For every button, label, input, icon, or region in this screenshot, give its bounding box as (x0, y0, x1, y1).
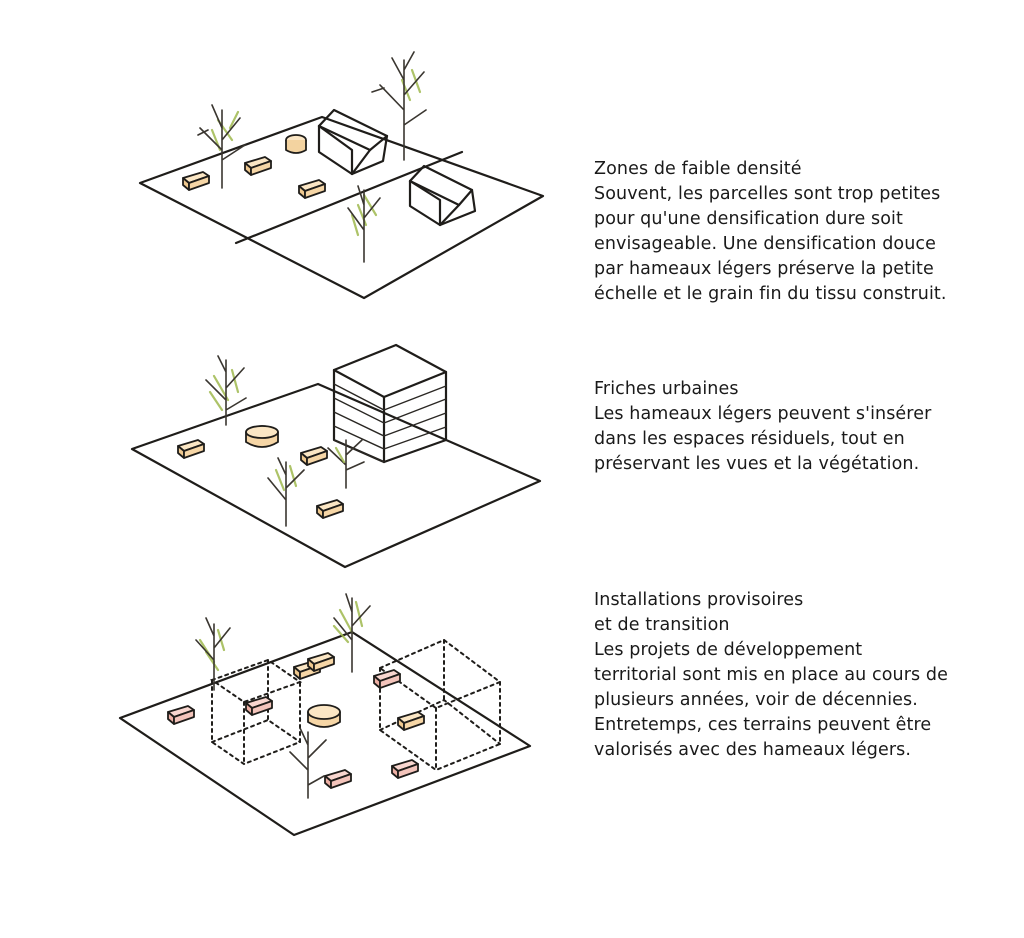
dashed-volume-right (377, 638, 503, 772)
text-block-low-density: Zones de faible densité Souvent, les par… (594, 157, 1004, 307)
text-block-urban-wasteland: Friches urbaines Les hameaux légers peuv… (594, 377, 1004, 477)
tree (205, 355, 247, 426)
tree (347, 185, 381, 263)
hut (300, 446, 328, 466)
hut (316, 499, 344, 519)
hut (397, 711, 425, 731)
hut (182, 171, 210, 191)
house-1 (317, 108, 389, 176)
tree (327, 439, 365, 489)
hut (298, 179, 326, 199)
hut (324, 769, 352, 789)
hut-cluster (293, 652, 335, 680)
tree (371, 51, 427, 161)
tree (289, 727, 327, 799)
block-body: Les hameaux légers peuvent s'insérer dan… (594, 404, 932, 474)
block-body: Souvent, les parcelles sont trop petites… (594, 184, 947, 304)
text-block-temporary-installations: Installations provisoires et de transiti… (594, 588, 1004, 763)
block-title: Zones de faible densité (594, 159, 802, 179)
ground-plane (118, 630, 532, 837)
hut (373, 669, 401, 689)
hut-round (285, 134, 307, 154)
sketch-urban-wasteland (130, 343, 542, 569)
tree (195, 617, 231, 691)
block-title: Installations provisoires et de transiti… (594, 590, 804, 635)
hut (167, 705, 195, 725)
hut-round (307, 704, 341, 728)
tree (267, 457, 305, 527)
sketch-low-density (138, 51, 545, 300)
tree (332, 593, 371, 673)
ground-plane (130, 382, 542, 569)
tree (197, 104, 246, 189)
hut-round (245, 425, 279, 448)
apartment-block (332, 343, 448, 464)
hut (177, 439, 205, 459)
block-title: Friches urbaines (594, 379, 739, 399)
ground-plane (138, 115, 545, 300)
block-body: Les projets de développement territorial… (594, 640, 948, 760)
hut (244, 156, 272, 176)
sketch-temporary-installations (118, 593, 532, 837)
hut (391, 759, 419, 779)
house-2 (408, 164, 477, 227)
